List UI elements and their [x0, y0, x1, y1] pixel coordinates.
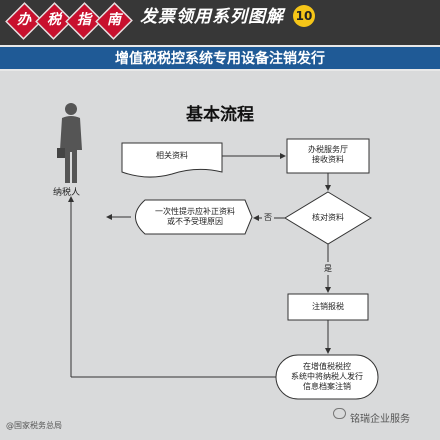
related-docs-label: 相关资料 — [156, 151, 188, 160]
notify-line-1: 一次性提示应补正资料 — [155, 207, 235, 216]
cancel-box — [287, 293, 369, 321]
cancel-issue-line-2: 系统中将纳税人发行 — [291, 372, 363, 381]
office-receive-line-2: 接收资料 — [312, 155, 344, 164]
watermark-right: 铭瑞企业服务 — [350, 414, 410, 425]
cancel-label: 注销报税 — [312, 302, 344, 311]
verify-label: 核对资料 — [312, 213, 344, 222]
badge-shui-text: 税 — [47, 12, 61, 28]
taxpayer-label: 纳税人 — [53, 188, 81, 198]
taxpayer-person-icon — [57, 103, 82, 183]
notify-box-shape — [135, 199, 253, 235]
flow-title: 基本流程 — [186, 105, 254, 125]
related-docs-shape — [121, 142, 223, 178]
notify-label: 一次性提示应补正资料 或不予受理原因 — [140, 207, 250, 227]
header-banner: 办 税 指 南 发票领用系列图解 10 — [0, 0, 440, 45]
watermark-left: @国家税务总局 — [6, 421, 62, 430]
series-title: 发票领用系列图解 — [140, 7, 284, 27]
edge-label-no: 否 — [262, 212, 274, 223]
badge-ban-text: 办 — [17, 12, 31, 28]
office-receive-box — [286, 138, 370, 174]
badge-nan-text: 南 — [107, 12, 121, 28]
cancel-issue-label: 在增值税税控 系统中将纳税人发行 信息档案注销 — [280, 362, 374, 392]
office-receive-line-1: 办税服务厅 — [308, 145, 348, 154]
wechat-icon — [333, 408, 346, 419]
subtitle-banner: 增值税税控系统专用设备注销发行 — [0, 45, 440, 71]
cancel-issue-line-3: 信息档案注销 — [303, 382, 351, 391]
edge-label-yes: 是 — [322, 262, 334, 275]
notify-line-2: 或不予受理原因 — [167, 217, 223, 226]
page-subtitle: 增值税税控系统专用设备注销发行 — [115, 51, 325, 67]
cancel-issue-line-1: 在增值税税控 — [303, 362, 351, 371]
badge-zhi-text: 指 — [77, 12, 91, 28]
office-receive-label: 办税服务厅 接收资料 — [287, 145, 369, 165]
series-number: 10 — [293, 5, 315, 27]
